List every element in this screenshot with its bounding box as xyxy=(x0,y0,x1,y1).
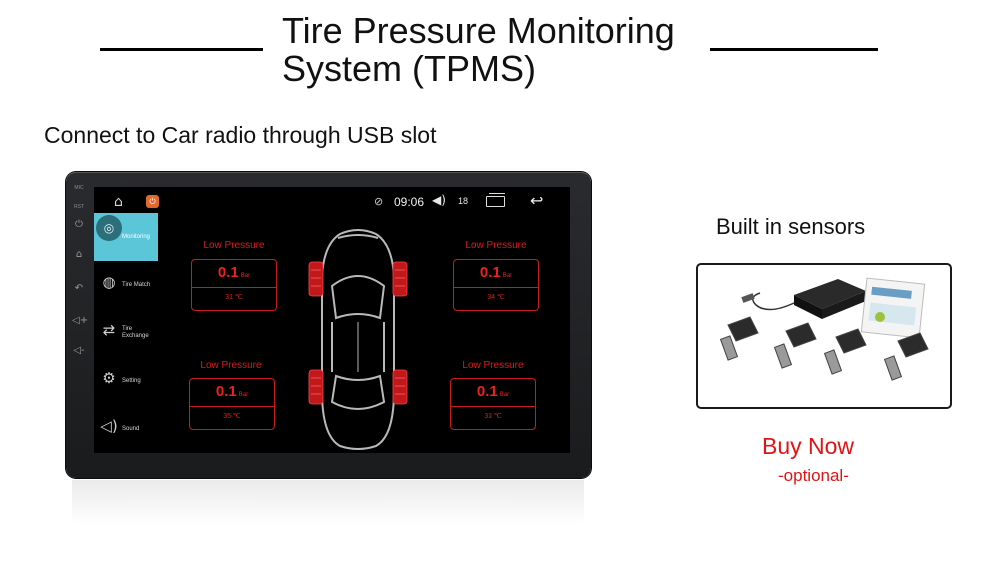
page-title-line-1: Tire Pressure Monitoring xyxy=(282,10,675,51)
back-button-icon[interactable]: ↶ xyxy=(74,283,84,294)
tire-icon: ◍ xyxy=(102,273,116,291)
front-right-status: Low Pressure xyxy=(465,240,527,251)
tpms-screen: ⌂ ⏻ ⊘ 09:06 ◀) 18 ↩ ◎ Monitoring ◍ Tire … xyxy=(94,187,570,453)
buy-now-link[interactable]: Buy Now xyxy=(762,433,855,459)
volume-down-icon[interactable]: ◁- xyxy=(73,345,85,356)
back-icon[interactable]: ↩ xyxy=(530,191,544,210)
device-reflection xyxy=(72,480,584,526)
gear-icon: ⚙ xyxy=(102,369,116,387)
sidebar-item-label: Setting xyxy=(122,377,141,384)
sensors-title: Built in sensors xyxy=(716,214,866,239)
volume-level: 18 xyxy=(458,196,469,206)
card-divider xyxy=(454,287,538,288)
title-rule-right xyxy=(710,48,878,51)
optional-note: -optional- xyxy=(778,466,849,485)
sidebar-item-label: Sound xyxy=(122,425,140,432)
tire-exchange-icon: ⇄ xyxy=(102,321,116,339)
tpms-sidebar: ◎ Monitoring ◍ Tire Match ⇄ Tire Exchang… xyxy=(94,213,158,453)
page-title-line-2: System (TPMS) xyxy=(282,48,537,89)
sidebar-item-tire-match[interactable]: ◍ Tire Match xyxy=(94,261,158,309)
sidebar-item-label: Monitoring xyxy=(122,233,151,240)
usb-connection-caption: Connect to Car radio through USB slot xyxy=(44,122,437,148)
sidebar-item-tire-exchange[interactable]: ⇄ Tire Exchange xyxy=(94,309,158,357)
tpms-sensor-kit-image xyxy=(719,277,929,381)
front-left-temperature: 31 ℃ xyxy=(225,294,243,301)
rear-left-temperature: 35 ℃ xyxy=(223,413,241,420)
card-divider xyxy=(451,406,535,407)
rear-left-status: Low Pressure xyxy=(200,360,262,371)
manual-booklet-icon xyxy=(860,277,926,339)
volume-icon[interactable]: ◀) xyxy=(432,193,446,207)
device-side-buttons: MIC RST ⏻ ⌂ ↶ ◁+ ◁- xyxy=(70,182,88,382)
rear-right-temperature: 31 ℃ xyxy=(484,413,502,420)
power-icon[interactable]: ⏻ xyxy=(75,219,83,230)
title-rule-left xyxy=(100,48,263,51)
home-button-icon[interactable]: ⌂ xyxy=(75,249,83,260)
front-left-status: Low Pressure xyxy=(203,240,265,251)
card-divider xyxy=(192,287,276,288)
recent-apps-icon[interactable] xyxy=(486,193,505,207)
card-divider xyxy=(190,406,274,407)
status-time: 09:06 xyxy=(394,195,425,209)
sensors-product-image xyxy=(696,263,952,409)
page-title: Tire Pressure Monitoring System (TPMS) xyxy=(282,12,712,88)
sidebar-item-label: Tire Exchange xyxy=(122,326,149,339)
app-icon[interactable]: ⏻ xyxy=(146,195,159,208)
tire-gauge-icon: ◎ xyxy=(96,215,122,241)
sidebar-item-label: Tire Match xyxy=(122,281,151,288)
usb-receiver-icon xyxy=(794,279,866,319)
speaker-icon: ◁) xyxy=(100,417,118,435)
rear-right-status: Low Pressure xyxy=(462,360,524,371)
no-sim-icon: ⊘ xyxy=(374,195,384,208)
sidebar-item-setting[interactable]: ⚙ Setting xyxy=(94,357,158,405)
front-right-temperature: 34 ℃ xyxy=(487,294,505,301)
sidebar-item-monitoring[interactable]: ◎ Monitoring xyxy=(94,213,158,261)
mic-label: MIC xyxy=(74,185,84,191)
home-icon[interactable]: ⌂ xyxy=(114,194,123,210)
sidebar-item-sound[interactable]: ◁) Sound xyxy=(94,405,158,453)
volume-up-icon[interactable]: ◁+ xyxy=(72,315,89,326)
car-top-view-icon xyxy=(308,229,408,450)
reset-label: RST xyxy=(74,204,84,210)
